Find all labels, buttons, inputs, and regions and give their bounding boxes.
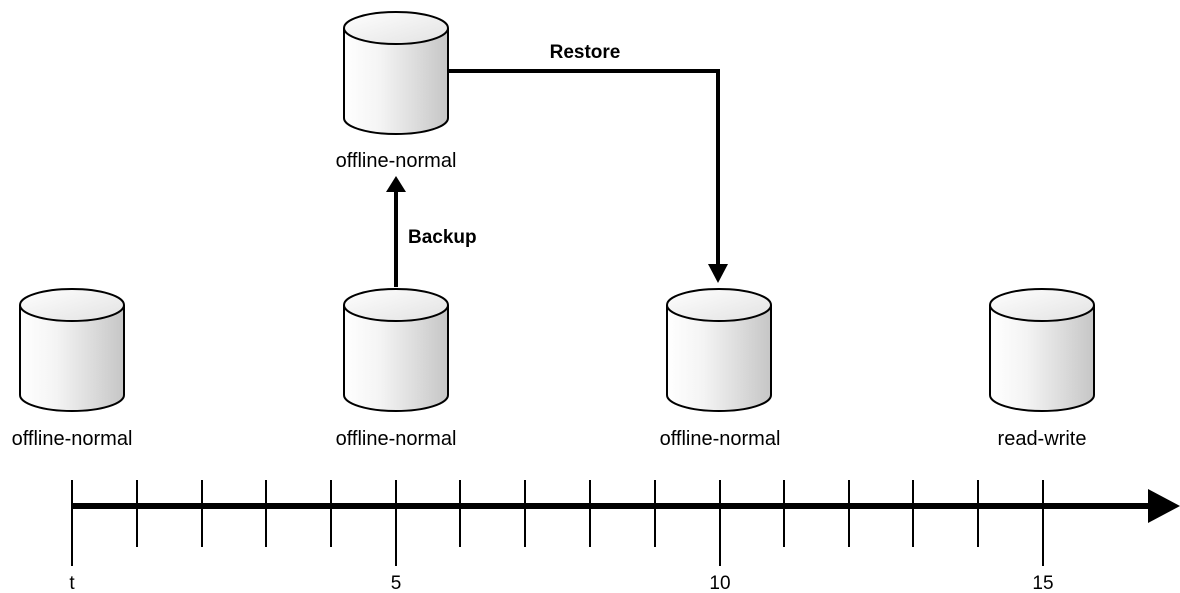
state-label-backup: offline-normal: [336, 150, 457, 172]
tick-label-5: 5: [391, 573, 402, 593]
database-icon-t5: [343, 288, 449, 412]
timeline-axis: [72, 489, 1180, 523]
state-label-t15: read-write: [998, 428, 1087, 450]
timeline-ticks: [71, 480, 1044, 566]
tick-label-10: 10: [709, 573, 730, 593]
state-label-t0: offline-normal: [12, 428, 133, 450]
database-icon-t15: [989, 288, 1095, 412]
backup-arrow: [386, 176, 406, 287]
tick-label-15: 15: [1032, 573, 1053, 593]
backup-label: Backup: [408, 227, 477, 248]
restore-arrow: [448, 69, 728, 283]
restore-label: Restore: [550, 42, 621, 63]
state-label-t10: offline-normal: [660, 428, 781, 450]
database-icon-backup: [343, 11, 449, 135]
database-icon-t10: [666, 288, 772, 412]
tick-label-t: t: [69, 573, 75, 593]
state-label-t5: offline-normal: [336, 428, 457, 450]
database-icon-t0: [19, 288, 125, 412]
